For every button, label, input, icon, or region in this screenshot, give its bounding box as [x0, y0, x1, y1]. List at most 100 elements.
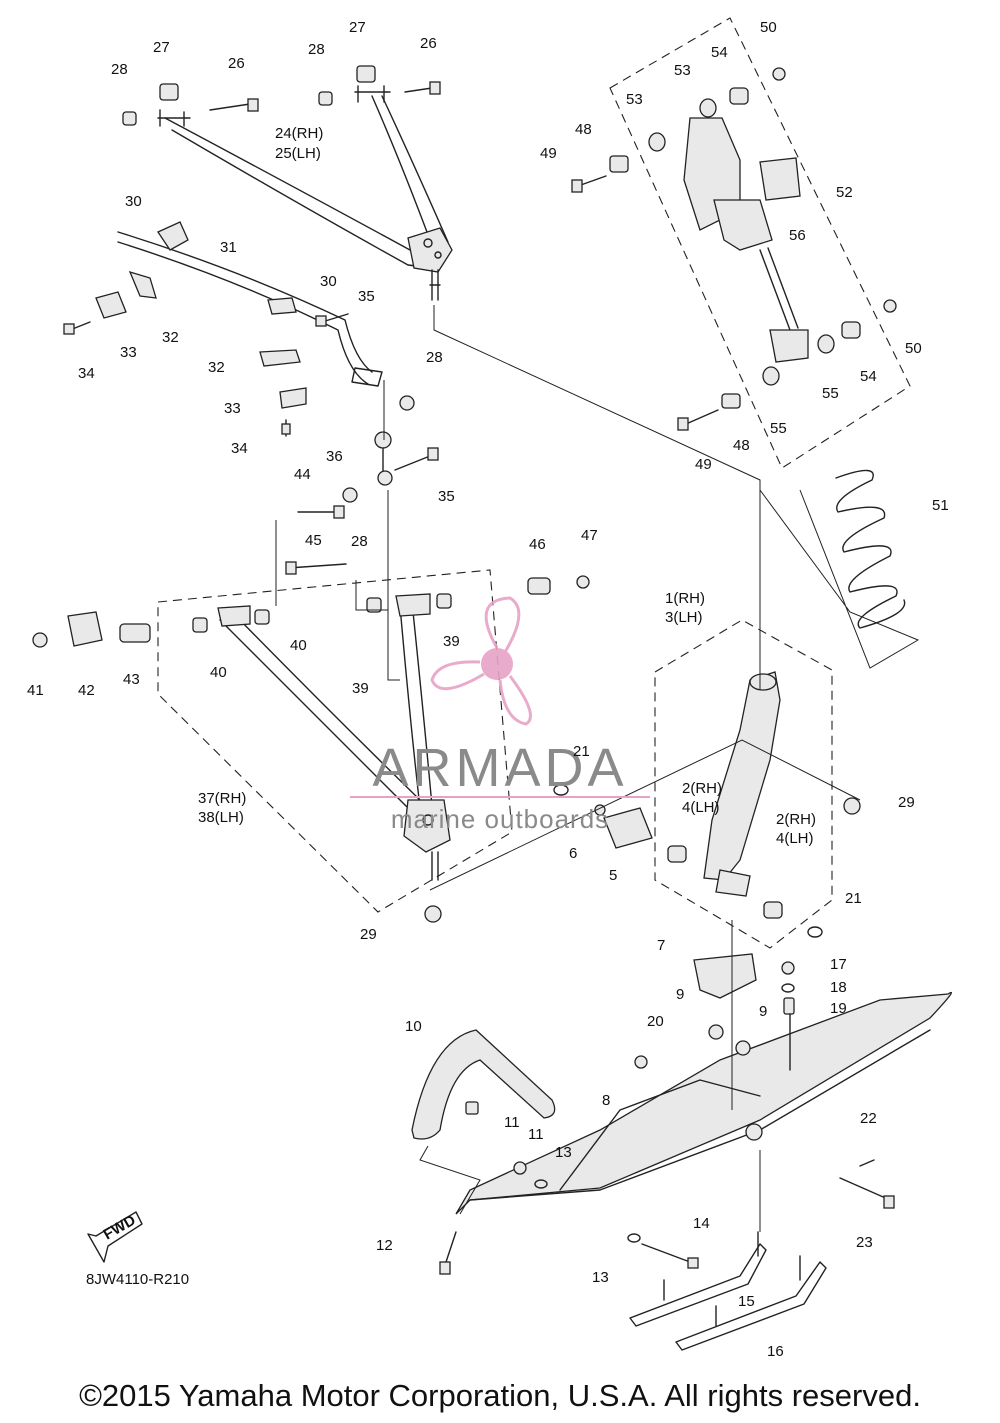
watermark-brand: ARMADA — [372, 738, 627, 798]
steering-spindle — [424, 619, 861, 949]
callout-labels: 28 27 26 28 27 26 24(RH) 25(LH) 50 54 53… — [27, 19, 949, 1360]
callout: 22 — [860, 1110, 877, 1127]
callout: 34 — [78, 365, 95, 382]
callout: 2(RH) — [682, 780, 722, 797]
callout: 21 — [845, 890, 862, 907]
upper-arm-hardware — [122, 65, 441, 126]
callout: 10 — [405, 1018, 422, 1035]
callout: 1(RH) — [665, 590, 705, 607]
callout: 6 — [569, 845, 577, 862]
callout: 28 — [426, 349, 443, 366]
callout: 47 — [581, 527, 598, 544]
callout: 21 — [573, 743, 590, 760]
callout: 51 — [932, 497, 949, 514]
callout: 46 — [529, 536, 546, 553]
callout: 52 — [836, 184, 853, 201]
wear-bars — [629, 1231, 827, 1351]
callout: 16 — [767, 1343, 784, 1360]
callout: 32 — [208, 359, 225, 376]
callout: 48 — [575, 121, 592, 138]
propeller-logo — [430, 596, 532, 726]
callout: 4(LH) — [776, 830, 814, 847]
copyright-notice: ©2015 Yamaha Motor Corporation, U.S.A. A… — [79, 1378, 921, 1413]
callout: 11 — [504, 1114, 520, 1131]
callout: 9 — [759, 1003, 767, 1020]
callout: 13 — [592, 1269, 609, 1286]
ski-handle — [411, 1029, 699, 1275]
stabilizer-brackets — [63, 221, 349, 437]
callout: 7 — [657, 937, 665, 954]
callout: 2(RH) — [776, 811, 816, 828]
callout: 28 — [351, 533, 368, 550]
callout: 36 — [326, 448, 343, 465]
callout: 56 — [789, 227, 806, 244]
callout: 35 — [438, 488, 455, 505]
callout: 12 — [376, 1237, 393, 1254]
callout: 45 — [305, 532, 322, 549]
watermark-tagline: marine outboards — [391, 804, 609, 834]
callout: 30 — [125, 193, 142, 210]
callout: 26 — [420, 35, 437, 52]
callout: 13 — [555, 1144, 572, 1161]
callout: 23 — [856, 1234, 873, 1251]
callout: 48 — [733, 437, 750, 454]
callout: 43 — [123, 671, 140, 688]
callout: 25(LH) — [275, 145, 321, 162]
callout: 31 — [220, 239, 237, 256]
watermark: ARMADA marine outboards — [350, 596, 650, 834]
callout: 50 — [760, 19, 777, 36]
callout: 49 — [695, 456, 712, 473]
callout: 40 — [290, 637, 307, 654]
callout: 29 — [360, 926, 377, 943]
callout: 55 — [822, 385, 839, 402]
stabilizer-bar — [117, 231, 415, 411]
callout: 8 — [602, 1092, 610, 1109]
callout: 35 — [358, 288, 375, 305]
callout: 54 — [711, 44, 728, 61]
callout: 53 — [674, 62, 691, 79]
callout: 39 — [352, 680, 369, 697]
callout: 14 — [693, 1215, 710, 1232]
callout: 20 — [647, 1013, 664, 1030]
lower-a-arm — [32, 505, 590, 913]
coil-spring — [759, 469, 920, 669]
shock-absorber — [571, 17, 911, 469]
diagram-code: 8JW4110-R210 — [86, 1271, 190, 1288]
callout: 3(LH) — [665, 609, 703, 626]
callout: 9 — [676, 986, 684, 1003]
callout: 37(RH) — [198, 790, 246, 807]
callout: 18 — [830, 979, 847, 996]
callout: 19 — [830, 1000, 847, 1017]
callout: 15 — [738, 1293, 755, 1310]
callout: 34 — [231, 440, 248, 457]
callout: 44 — [294, 466, 311, 483]
callout: 40 — [210, 664, 227, 681]
stabilizer-link — [342, 431, 439, 503]
callout: 55 — [770, 420, 787, 437]
upper-a-arm — [157, 85, 453, 301]
callout: 33 — [120, 344, 137, 361]
callout: 27 — [153, 39, 170, 56]
callout: 53 — [626, 91, 643, 108]
callout: 42 — [78, 682, 95, 699]
callout: 24(RH) — [275, 125, 323, 142]
callout: 11 — [528, 1126, 544, 1143]
callout: 29 — [898, 794, 915, 811]
callout: 41 — [27, 682, 44, 699]
callout: 17 — [830, 956, 847, 973]
callout: 28 — [308, 41, 325, 58]
callout: 4(LH) — [682, 799, 720, 816]
leader-lines — [275, 305, 761, 1232]
forward-arrow-icon: FWD — [87, 1211, 143, 1263]
callout: 32 — [162, 329, 179, 346]
callout: 39 — [443, 633, 460, 650]
callout: 54 — [860, 368, 877, 385]
callout: 5 — [609, 867, 617, 884]
callout: 26 — [228, 55, 245, 72]
callout: 28 — [111, 61, 128, 78]
callout: 27 — [349, 19, 366, 36]
callout: 33 — [224, 400, 241, 417]
ski — [455, 953, 953, 1215]
callout: 30 — [320, 273, 337, 290]
